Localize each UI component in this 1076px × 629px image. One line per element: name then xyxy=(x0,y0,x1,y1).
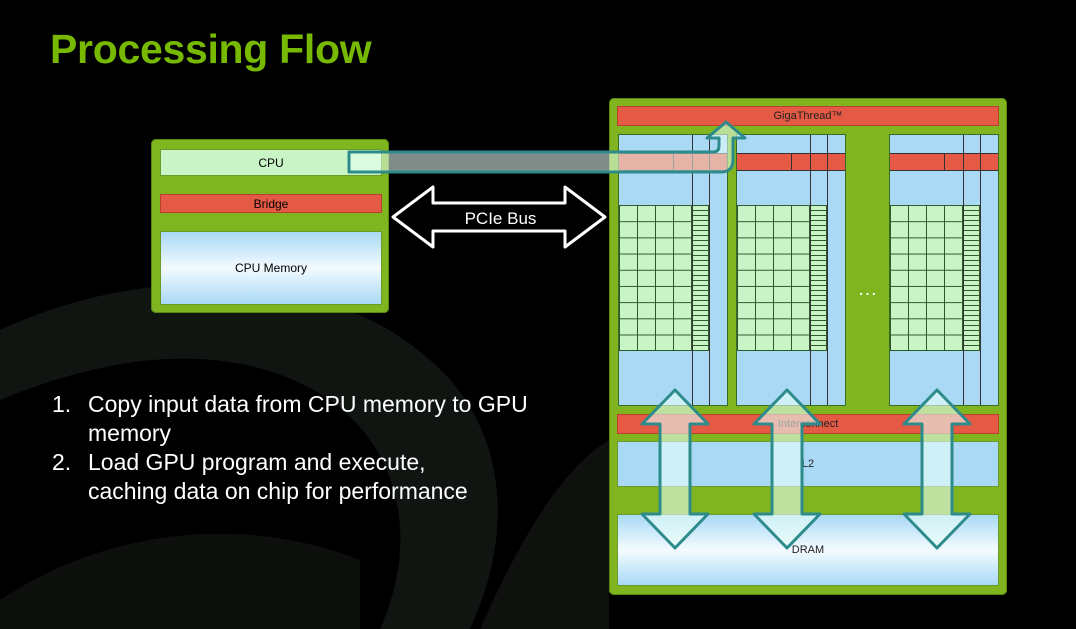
streaming-multiprocessor xyxy=(736,134,846,406)
sm-register-file xyxy=(692,205,709,350)
step-text: memory xyxy=(88,420,172,446)
sm-scheduler-bar xyxy=(737,153,845,171)
gpu-panel: GigaThread™ … Interconnect L2 DRAM xyxy=(609,98,1007,595)
list-item: 1. Copy input data from CPU memory to GP… xyxy=(52,390,572,448)
step-text: Load GPU program and execute, xyxy=(88,449,426,475)
cpu-memory-block: CPU Memory xyxy=(160,231,382,305)
gigathread-block: GigaThread™ xyxy=(617,106,999,126)
sm-register-file xyxy=(963,205,980,350)
host-system-panel: CPU Bridge CPU Memory xyxy=(151,139,389,313)
step-number: 2. xyxy=(52,449,72,475)
list-item: 2. Load GPU program and execute, caching… xyxy=(52,448,572,506)
pcie-bus-label: PCIe Bus xyxy=(464,209,537,228)
step-number: 1. xyxy=(52,391,72,417)
sm-scheduler-bar xyxy=(619,153,727,171)
step-text: Copy input data from CPU memory to GPU xyxy=(88,391,528,417)
page-title: Processing Flow xyxy=(50,26,372,72)
bridge-block: Bridge xyxy=(160,194,382,213)
streaming-multiprocessor xyxy=(618,134,728,406)
streaming-multiprocessor xyxy=(889,134,999,406)
dram-block: DRAM xyxy=(617,514,999,586)
step-text: caching data on chip for performance xyxy=(88,478,468,504)
sm-scheduler-bar xyxy=(890,153,998,171)
sm-register-file xyxy=(810,205,827,350)
cpu-block: CPU xyxy=(160,149,382,176)
interconnect-block: Interconnect xyxy=(617,414,999,434)
l2-cache-block: L2 xyxy=(617,441,999,487)
more-sm-ellipsis: … xyxy=(857,278,879,300)
steps-list: 1. Copy input data from CPU memory to GP… xyxy=(52,390,572,506)
